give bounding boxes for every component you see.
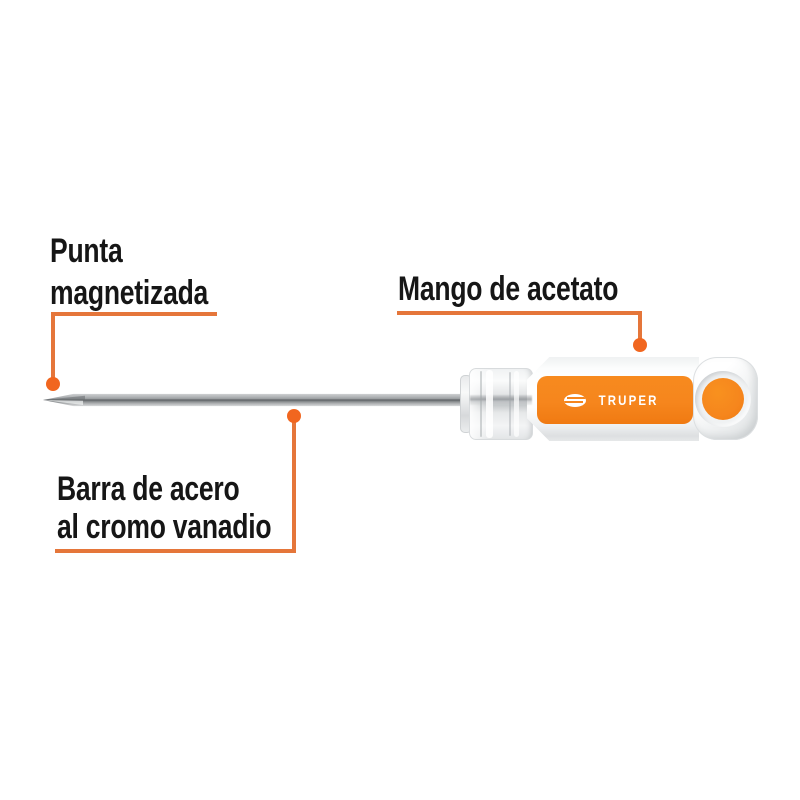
- callout-shaft-underline: [55, 549, 296, 553]
- label-line: Barra de acero: [57, 470, 240, 508]
- brand-wordmark: TRUPER: [598, 392, 659, 408]
- collar-rib: [514, 371, 519, 437]
- callout-shaft-dot: [287, 409, 301, 423]
- collar-rib: [486, 370, 493, 438]
- end-cap-orange-center: [702, 378, 744, 420]
- truper-globe-icon: [564, 393, 587, 407]
- callout-shaft-leader: [292, 420, 296, 549]
- collar-rib: [480, 371, 482, 437]
- label-punta-magnetizada: Punta magnetizada: [50, 230, 208, 314]
- callout-tip-underline: [51, 312, 217, 316]
- callout-tip-leader: [51, 312, 55, 378]
- label-line: magnetizada: [50, 274, 209, 312]
- label-mango-de-acetato: Mango de acetato: [398, 268, 618, 310]
- label-line: Mango de acetato: [398, 270, 619, 308]
- shaft-through-collar: [470, 395, 532, 405]
- callout-handle-leader: [638, 311, 642, 340]
- callout-handle-underline: [397, 311, 642, 315]
- label-line: al cromo vanadio: [57, 508, 272, 546]
- phillips-tip-flute-highlight: [43, 400, 83, 406]
- label-line: Punta: [50, 232, 123, 270]
- label-barra-de-acero: Barra de acero al cromo vanadio: [57, 470, 272, 546]
- screwdriver-shaft: [43, 393, 478, 407]
- handle-orange-band: TRUPER: [537, 376, 693, 424]
- callout-tip-dot: [46, 377, 60, 391]
- collar-rib: [509, 372, 511, 436]
- callout-handle-dot: [633, 338, 647, 352]
